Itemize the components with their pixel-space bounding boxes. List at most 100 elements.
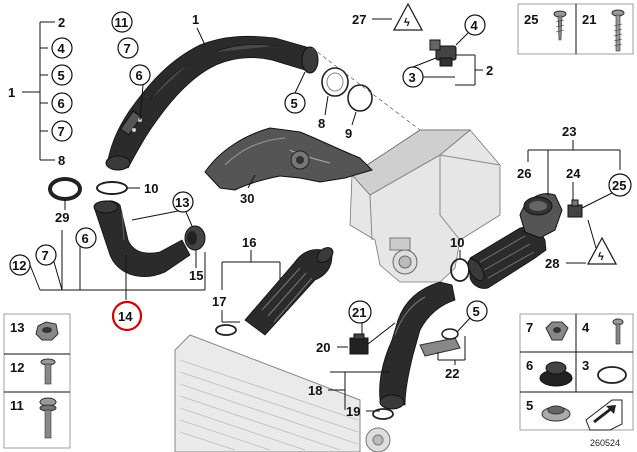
callout-25-right-circle	[608, 173, 632, 197]
callout-17: 17	[212, 294, 226, 309]
callout-25-right: 25	[612, 178, 626, 193]
charge-air-hose-16	[244, 247, 334, 336]
bracket-group-2: 2 3	[402, 54, 493, 88]
sensor-24	[567, 199, 583, 218]
callout-11-circle	[111, 11, 133, 33]
callout-7-bottom: 7	[42, 248, 49, 263]
callout-7-left-circle	[51, 120, 73, 142]
callout-18: 18	[308, 383, 322, 398]
callout-8-mid: 8	[318, 116, 325, 131]
callout-6-left-circle	[51, 92, 73, 114]
callout-7-top-circle	[117, 37, 139, 59]
o-ring-icon-3	[597, 366, 627, 384]
callout-24: 24	[566, 166, 581, 181]
callout-5-bottom: 5	[473, 304, 480, 319]
callout-23: 23	[562, 124, 576, 139]
callout-8-left: 8	[58, 153, 65, 168]
legend-item-25: 25	[524, 12, 538, 27]
bracket-group-23: 23 26 24	[517, 124, 621, 205]
legend-item-12: 12	[10, 360, 24, 375]
callout-5-hose: 5	[291, 96, 298, 111]
callout-9: 9	[345, 126, 352, 141]
main-intake-hose-part-1	[105, 35, 319, 171]
clamp-ring-10-left	[96, 181, 128, 195]
callout-4-left: 4	[58, 41, 66, 56]
intake-elbow-26	[519, 193, 563, 239]
callout-21: 21	[352, 305, 366, 320]
o-ring-17	[215, 324, 237, 336]
callout-13: 13	[175, 195, 189, 210]
seal-ring-29	[48, 177, 82, 201]
callout-15: 15	[189, 268, 203, 283]
legend-item-4: 4	[582, 320, 590, 335]
callout-11: 11	[115, 15, 129, 30]
nut-icon-13	[35, 321, 59, 341]
callout-6-left: 6	[58, 96, 65, 111]
o-ring-19	[372, 408, 394, 420]
air-filter-housing	[349, 129, 501, 283]
pressure-sensor-20	[349, 333, 369, 355]
callout-5-left: 5	[58, 68, 65, 83]
legend-top-right: 25 21	[517, 3, 634, 55]
intake-hose-right	[467, 226, 547, 289]
callout-7-left: 7	[58, 124, 65, 139]
callout-14-highlight-circle	[111, 300, 143, 332]
seal-ring-8	[321, 67, 349, 97]
bolt-icon-12	[40, 358, 56, 385]
bracket-group-1: 1 2 4 5 6 7 8	[8, 15, 73, 168]
screw-icon-21	[611, 9, 625, 52]
clamp-ring-9	[347, 84, 373, 112]
callout-21-circle	[348, 300, 372, 324]
nut-icon-7	[545, 321, 569, 341]
callout-6-hose: 6	[82, 231, 89, 246]
callout-26: 26	[517, 166, 531, 181]
intercooler	[174, 334, 391, 452]
seal-13	[184, 225, 206, 251]
charge-air-hose-14	[93, 200, 191, 277]
bracket-group-16: 16	[221, 235, 281, 290]
callout-5-left-circle	[51, 64, 73, 86]
callout-1-top: 1	[192, 12, 199, 27]
callout-1-left: 1	[8, 85, 15, 100]
callout-4-left-circle	[51, 37, 73, 59]
reference-number: 260524	[590, 438, 620, 448]
callout-28: 28	[545, 256, 559, 271]
charge-air-pipe-18	[379, 281, 456, 410]
callout-6-top-circle	[129, 64, 151, 86]
hose-bracket-22	[419, 328, 461, 357]
clamp-icon-5	[541, 405, 571, 422]
callout-29: 29	[55, 210, 69, 225]
clamp-ring-10-right	[450, 258, 470, 282]
callout-6-hose-circle	[75, 227, 97, 249]
grommet-icon-6	[539, 361, 573, 387]
svg-text:ϟ: ϟ	[404, 17, 410, 29]
boost-pressure-sensor	[429, 39, 457, 67]
warning-triangle-icon-top: ϟ	[392, 2, 424, 31]
bracket-group-14	[40, 252, 206, 300]
heat-shield-30	[204, 127, 373, 191]
callout-6-top: 6	[136, 68, 143, 83]
legend-item-21: 21	[582, 12, 596, 27]
legend-item-5: 5	[526, 398, 533, 413]
legend-item-7: 7	[526, 320, 533, 335]
warning-triangle-icon-bottom: ϟ	[586, 236, 618, 265]
callout-4-top: 4	[471, 18, 479, 33]
callout-4-top-circle	[464, 14, 486, 36]
callout-7-top: 7	[124, 41, 131, 56]
callout-10-right: 10	[450, 235, 464, 250]
arrow-icon	[585, 399, 623, 431]
screw-icon-4	[612, 318, 624, 345]
callout-10-left: 10	[144, 181, 158, 196]
callout-30: 30	[240, 191, 254, 206]
svg-text:ϟ: ϟ	[598, 251, 604, 263]
callout-12: 12	[12, 258, 26, 273]
legend-item-6: 6	[526, 358, 533, 373]
callout-27: 27	[352, 12, 366, 27]
legend-item-13: 13	[10, 320, 24, 335]
callout-20: 20	[316, 340, 330, 355]
callout-13-circle	[172, 191, 194, 213]
callout-7-bottom-circle	[35, 244, 57, 266]
callout-19: 19	[346, 404, 360, 419]
callout-22: 22	[445, 366, 459, 381]
